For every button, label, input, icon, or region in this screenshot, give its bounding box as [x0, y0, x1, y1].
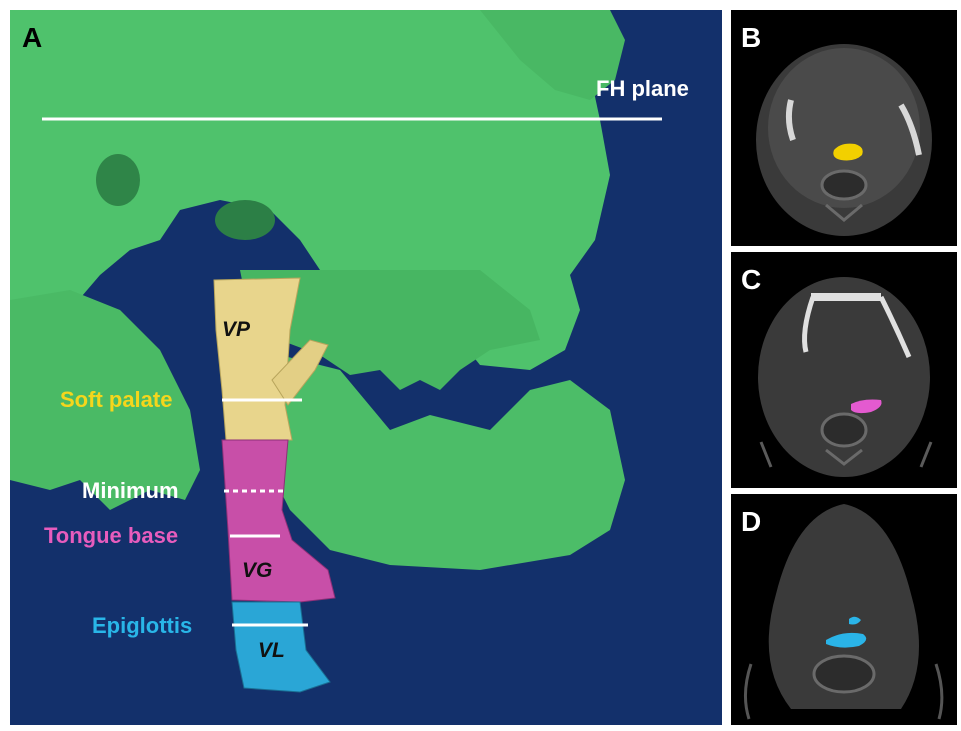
vl-segment-label: VL: [258, 640, 285, 661]
vg-segment-label: VG: [242, 560, 272, 581]
minimum-label: Minimum: [82, 480, 179, 502]
fh-plane-label: FH plane: [596, 78, 689, 100]
soft-palate-label: Soft palate: [60, 389, 172, 411]
panel-c-ct-slice: C: [731, 252, 957, 488]
panel-a-letter: A: [22, 24, 42, 52]
vp-segment-label: VP: [222, 319, 250, 340]
ct-slice-d: [731, 494, 957, 725]
panel-d-letter: D: [741, 508, 761, 536]
tongue-base-label: Tongue base: [44, 525, 178, 547]
panel-b-letter: B: [741, 24, 761, 52]
ct-slice-b: [731, 10, 957, 246]
panel-c-letter: C: [741, 266, 761, 294]
epiglottis-label: Epiglottis: [92, 615, 192, 637]
vp-segment: [214, 278, 300, 440]
panel-d-ct-slice: D: [731, 494, 957, 725]
panel-b-ct-slice: B: [731, 10, 957, 246]
panel-a-3d-reconstruction: A FH plane Soft palate Minimum Tongue ba…: [10, 10, 722, 725]
ct-slice-c: [731, 252, 957, 488]
